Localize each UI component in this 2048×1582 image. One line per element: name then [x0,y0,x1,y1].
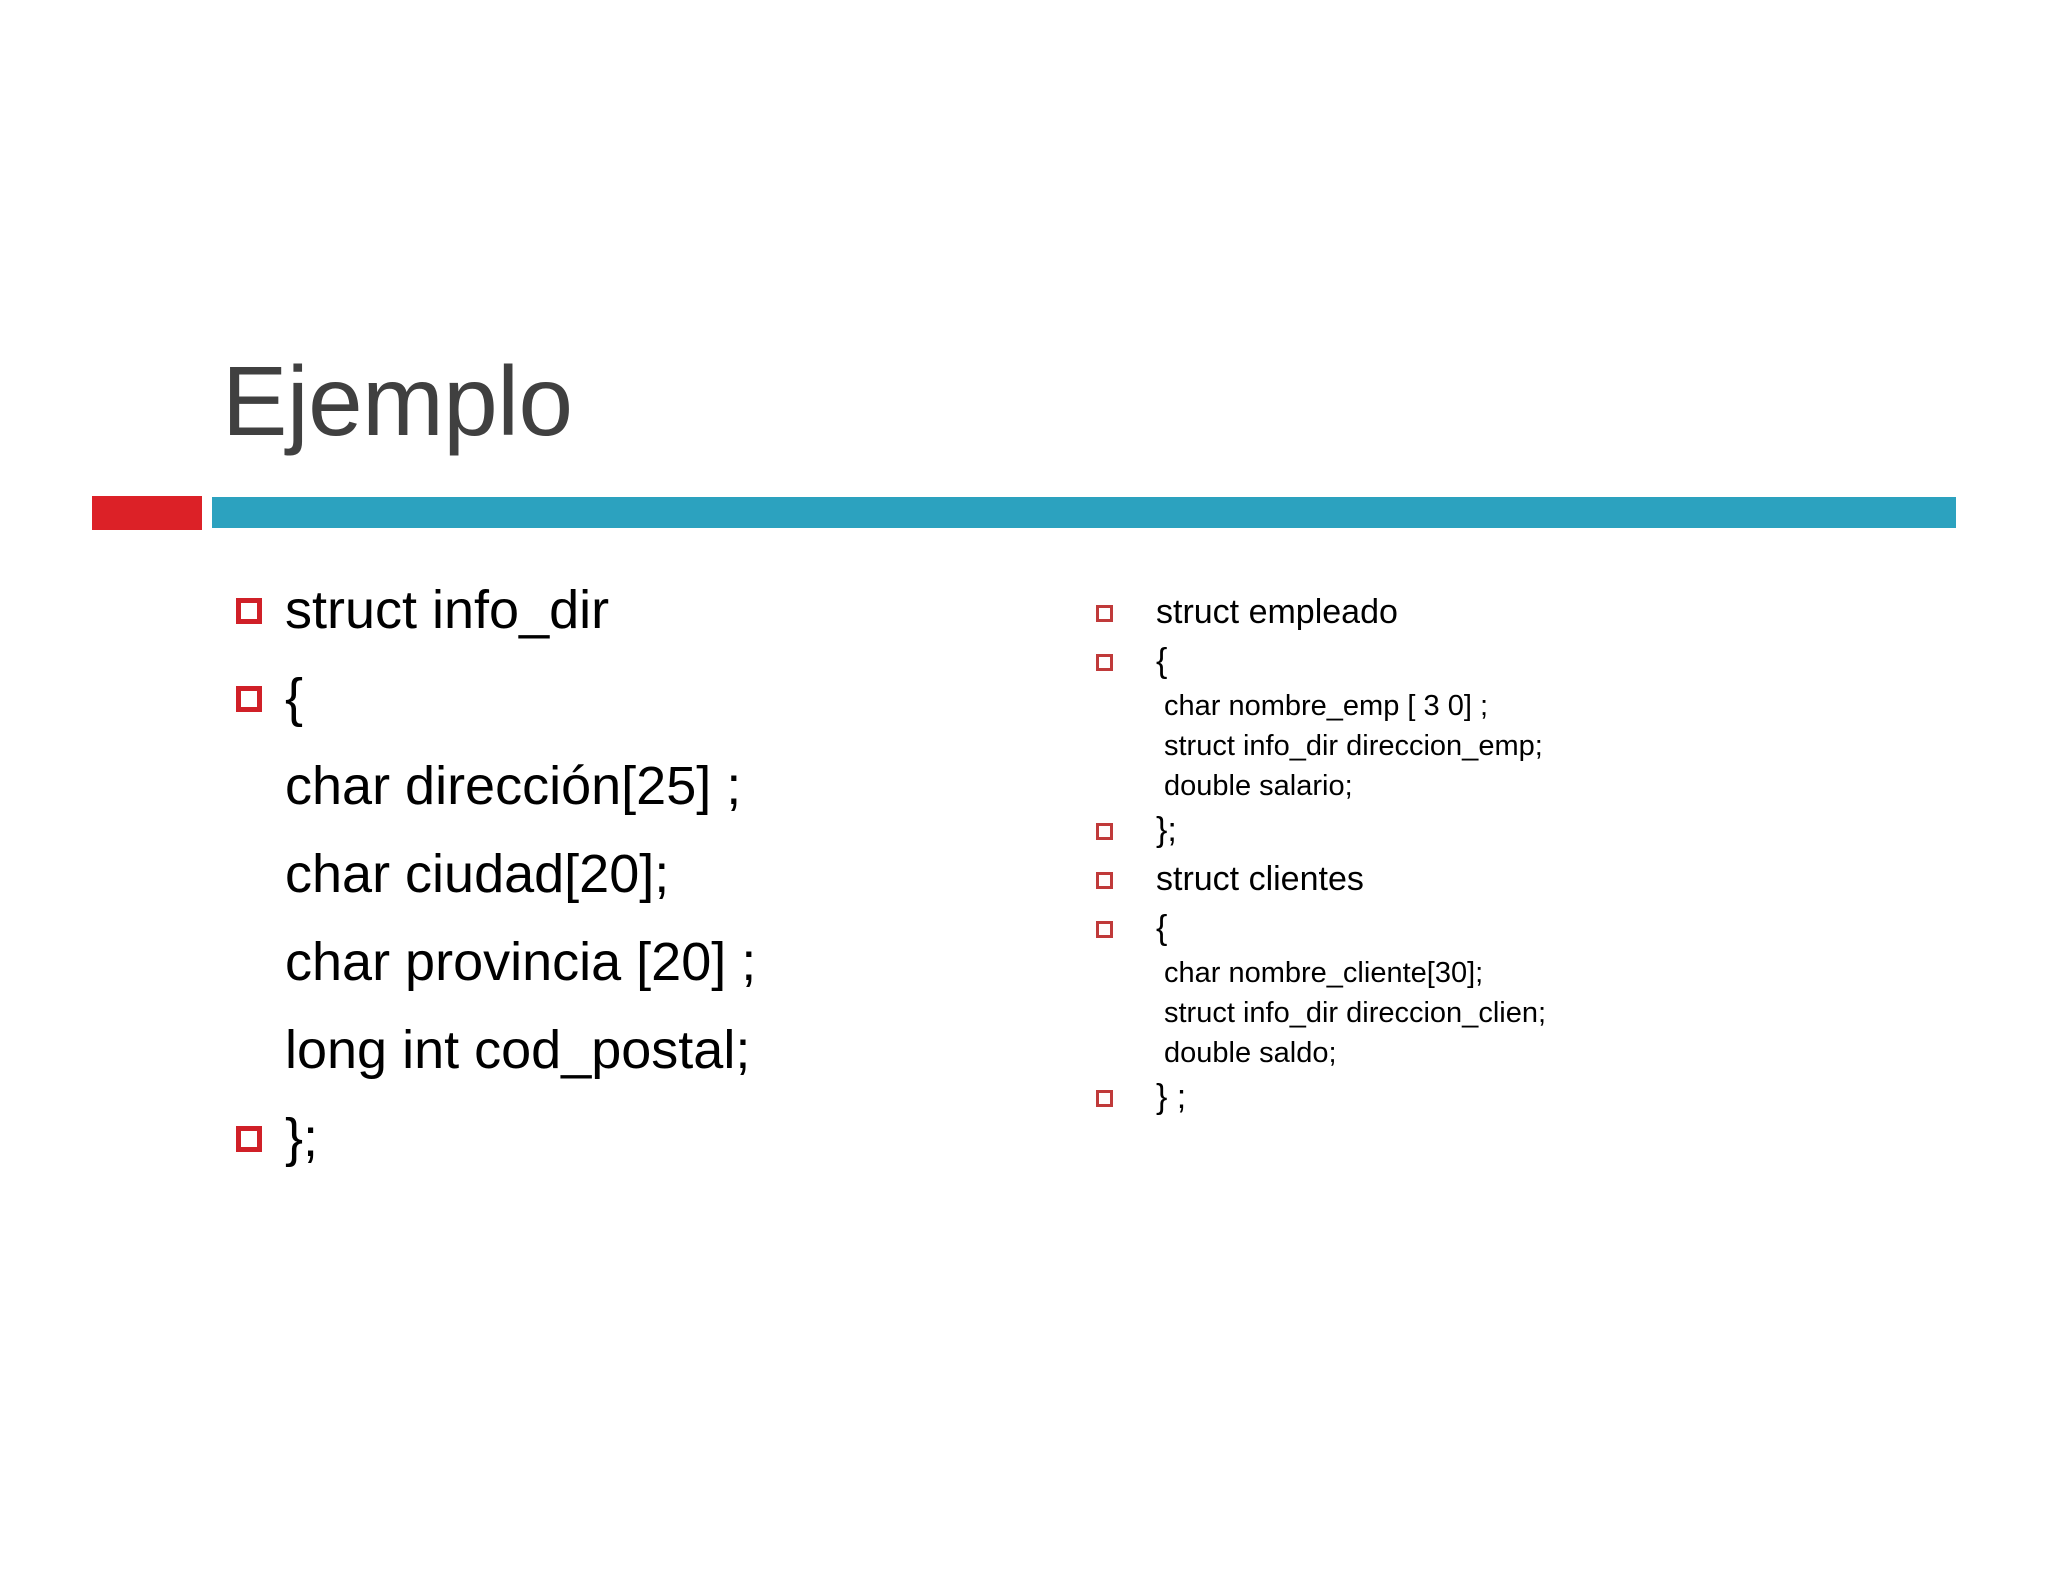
code-line-text: char ciudad[20]; [285,844,670,904]
code-line: { [1096,637,1896,686]
code-line-text: char provincia [20] ; [285,932,757,992]
code-line-text: { [1156,909,1168,947]
square-bullet-icon [236,598,262,624]
code-line: struct info_dir [236,566,1056,654]
code-line: char dirección[25] ; [236,742,1056,830]
code-line-text: struct info_dir direccion_emp; [1164,730,1543,762]
code-line: long int cod_postal; [236,1006,1056,1094]
code-line: struct empleado [1096,588,1896,637]
code-line-text: { [1156,642,1168,680]
square-bullet-icon [236,1126,262,1152]
code-line: { [236,654,1056,742]
code-line: { [1096,904,1896,953]
code-line: } ; [1096,1073,1896,1122]
code-line-text: }; [285,1108,319,1168]
code-line-text: { [285,668,304,728]
code-line: char ciudad[20]; [236,830,1056,918]
square-bullet-icon [236,686,262,712]
code-line: struct clientes [1096,855,1896,904]
code-line: double salario; [1096,766,1896,806]
code-block-info-dir: struct info_dir { char dirección[25] ; char… [236,566,1056,1182]
code-line-text: struct empleado [1156,593,1398,631]
code-line: char nombre_emp [ 3 0] ; [1096,686,1896,726]
code-line: struct info_dir direccion_emp; [1096,726,1896,766]
code-line-text: char nombre_cliente[30]; [1164,957,1484,989]
code-line: struct info_dir direccion_clien; [1096,993,1896,1033]
code-line-text: struct info_dir direccion_clien; [1164,997,1547,1029]
square-bullet-icon [1096,921,1113,938]
square-bullet-icon [1096,605,1113,622]
accent-bar-cyan [212,497,1956,528]
code-line-text: char dirección[25] ; [285,756,742,816]
code-line-text: struct info_dir [285,580,610,640]
square-bullet-icon [1096,1090,1113,1107]
code-block-empleado-clientes: struct empleado { char nombre_emp [ 3 0] ;… [1096,588,1896,1122]
code-line: double saldo; [1096,1033,1896,1073]
code-line-text: }; [1156,811,1177,849]
code-line: char provincia [20] ; [236,918,1056,1006]
square-bullet-icon [1096,823,1113,840]
code-line-text: struct clientes [1156,860,1364,898]
square-bullet-icon [1096,654,1113,671]
code-line-text: double saldo; [1164,1037,1337,1069]
code-line-text: long int cod_postal; [285,1020,751,1080]
square-bullet-icon [1096,872,1113,889]
page-title: Ejemplo [222,346,573,456]
code-line: }; [236,1094,1056,1182]
code-line: }; [1096,806,1896,855]
code-line-text: } ; [1156,1078,1187,1116]
code-line-text: char nombre_emp [ 3 0] ; [1164,690,1488,722]
code-line: char nombre_cliente[30]; [1096,953,1896,993]
accent-bar-red [92,496,202,530]
code-line-text: double salario; [1164,770,1353,802]
